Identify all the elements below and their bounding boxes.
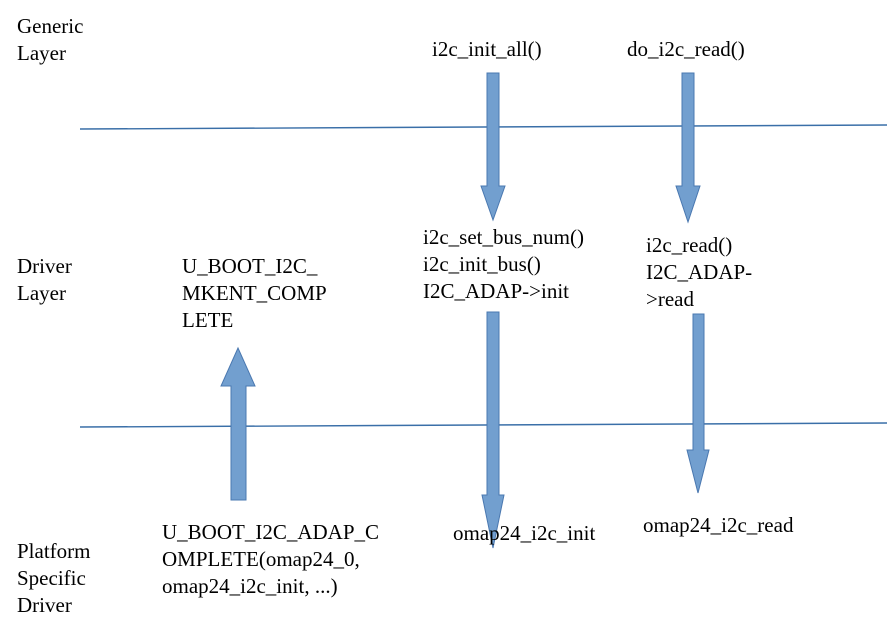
platform-call-omap-init: omap24_i2c_init — [453, 520, 595, 547]
driver-call-read-line-3: >read — [646, 287, 694, 311]
arrow-adap-complete-up — [220, 346, 256, 501]
driver-call-init-line-1: i2c_set_bus_num() — [423, 225, 584, 249]
platform-layer-label-line-2: Specific — [17, 566, 86, 590]
platform-call-omap-init-text: omap24_i2c_init — [453, 521, 596, 545]
generic-call-init-all-text: i2c_init_all() — [432, 37, 542, 61]
platform-call-adap-complete-line-3: omap24_i2c_init, ...) — [162, 574, 338, 598]
arrow-adap-init-down — [481, 311, 505, 549]
platform-layer-label-line-1: Platform — [17, 539, 91, 563]
driver-layer-label: Driver Layer — [17, 253, 72, 307]
driver-call-init-line-2: i2c_init_bus() — [423, 252, 541, 276]
layer-divider-top — [79, 124, 887, 130]
generic-layer-label-line-2: Layer — [17, 41, 66, 65]
driver-layer-label-line-1: Driver — [17, 254, 72, 278]
arrow-init-all-down — [480, 72, 506, 222]
driver-call-init-stack: i2c_set_bus_num() i2c_init_bus() I2C_ADA… — [423, 224, 584, 305]
driver-call-init-line-3: I2C_ADAP->init — [423, 279, 570, 303]
driver-call-read-line-2: I2C_ADAP- — [646, 260, 753, 284]
driver-call-mkent-line-1: U_BOOT_I2C_ — [182, 254, 318, 278]
layer-divider-bottom — [79, 422, 887, 428]
arrow-adap-read-down — [686, 313, 710, 494]
platform-call-adap-complete-line-2: OMPLETE(omap24_0, — [162, 547, 360, 571]
driver-layer-label-line-2: Layer — [17, 281, 66, 305]
driver-call-read-line-1: i2c_read() — [646, 233, 733, 257]
platform-call-omap-read: omap24_i2c_read — [643, 512, 793, 539]
platform-layer-label: Platform Specific Driver — [17, 538, 91, 619]
platform-call-adap-complete-line-1: U_BOOT_I2C_ADAP_C — [162, 520, 380, 544]
generic-call-do-read: do_i2c_read() — [627, 36, 745, 63]
generic-layer-label-line-1: Generic — [17, 14, 84, 38]
arrow-do-read-down — [675, 72, 701, 224]
platform-layer-label-line-3: Driver — [17, 593, 72, 617]
generic-call-init-all: i2c_init_all() — [432, 36, 542, 63]
driver-call-mkent-line-3: LETE — [182, 308, 234, 332]
driver-call-mkent-complete: U_BOOT_I2C_ MKENT_COMP LETE — [182, 253, 327, 334]
generic-layer-label: Generic Layer — [17, 13, 83, 67]
driver-call-read-stack: i2c_read() I2C_ADAP- >read — [646, 232, 752, 313]
driver-call-mkent-line-2: MKENT_COMP — [182, 281, 327, 305]
generic-call-do-read-text: do_i2c_read() — [627, 37, 745, 61]
platform-call-adap-complete: U_BOOT_I2C_ADAP_C OMPLETE(omap24_0, omap… — [162, 519, 379, 600]
platform-call-omap-read-text: omap24_i2c_read — [643, 513, 794, 537]
